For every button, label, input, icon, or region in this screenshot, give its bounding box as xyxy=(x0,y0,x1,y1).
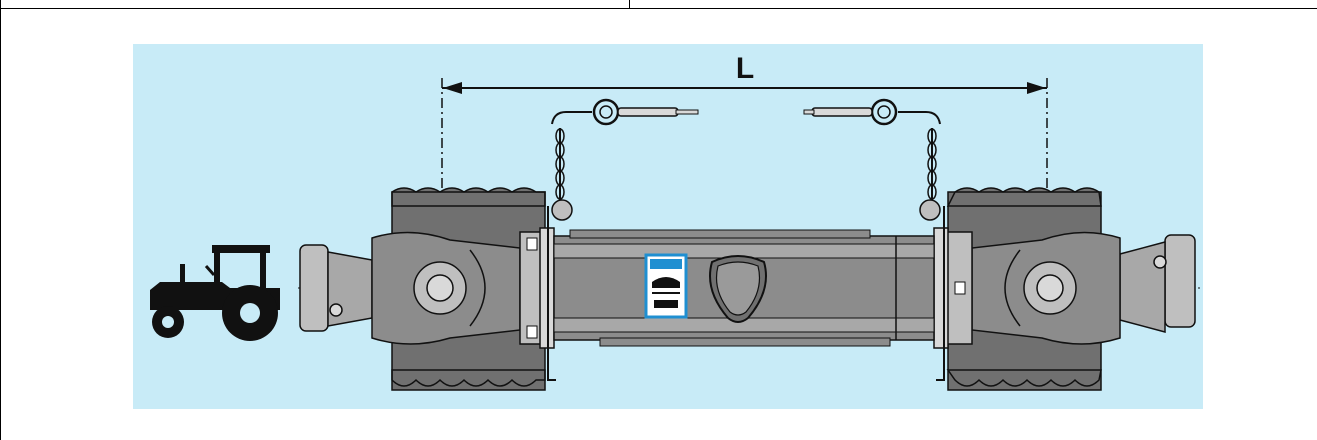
dimension-label: L xyxy=(736,52,754,85)
warning-label xyxy=(644,253,688,319)
left-universal-joint xyxy=(299,227,555,349)
table-column-divider xyxy=(629,0,630,9)
telescopic-tube xyxy=(553,229,935,347)
tractor-icon xyxy=(150,245,280,341)
left-safety-chain xyxy=(547,98,699,381)
right-safety-chain xyxy=(803,98,945,381)
table-top-rule xyxy=(0,8,1317,9)
right-universal-joint xyxy=(933,227,1196,349)
